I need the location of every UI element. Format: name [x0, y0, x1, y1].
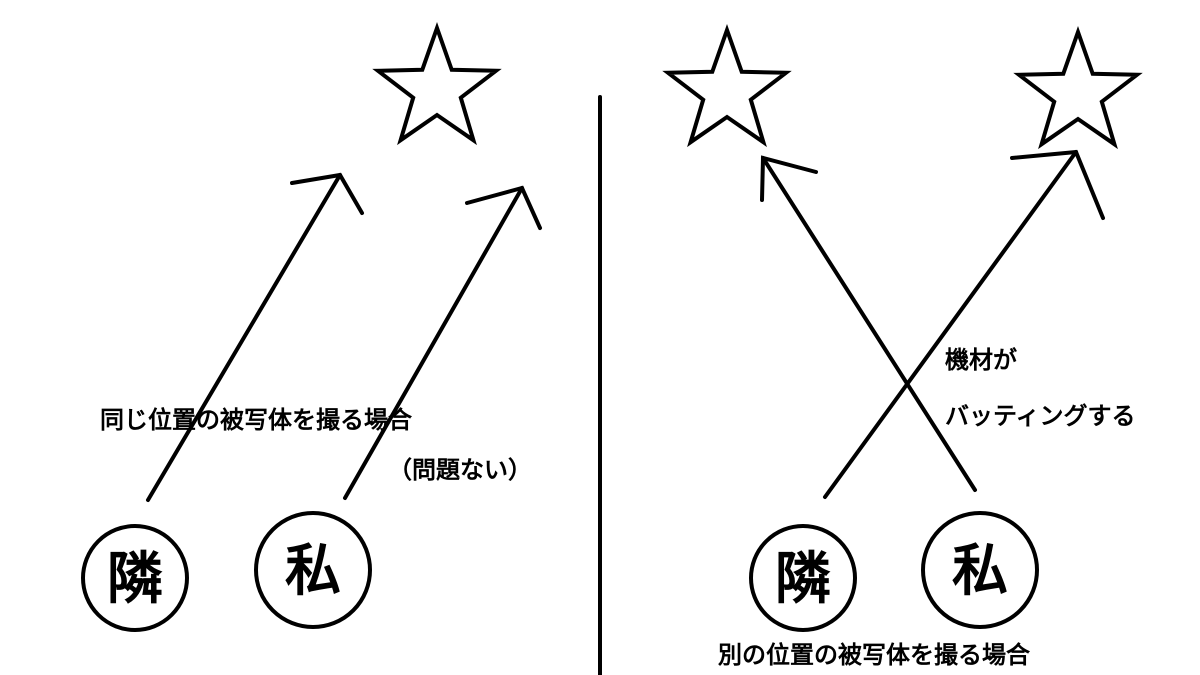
right-note-line1: 機材が — [945, 346, 1017, 374]
star-icon-right-2 — [1013, 25, 1143, 150]
arrow-neighbor-right — [823, 149, 1105, 499]
circle-neighbor-right-label: 隣 — [775, 547, 831, 612]
right-caption: 別の位置の被写体を撮る場合 — [718, 641, 1031, 669]
circle-neighbor-right — [749, 524, 857, 632]
circle-me-left-label: 私 — [285, 539, 341, 604]
circle-me-left — [254, 511, 372, 629]
arrow-neighbor-left — [146, 172, 364, 502]
circle-neighbor-left-label: 隣 — [107, 547, 163, 612]
arrow-me-left — [343, 185, 542, 500]
star-icon-right-1 — [662, 23, 792, 148]
arrow-me-right — [760, 155, 977, 492]
star-icon-left — [372, 21, 502, 146]
left-caption: 同じ位置の被写体を撮る場合 — [100, 406, 413, 434]
right-note-line2: バッティングする — [945, 402, 1136, 430]
circle-me-right — [921, 511, 1039, 629]
circle-me-right-label: 私 — [952, 539, 1008, 604]
circle-neighbor-left — [81, 524, 189, 632]
left-note: （問題ない） — [388, 456, 532, 484]
